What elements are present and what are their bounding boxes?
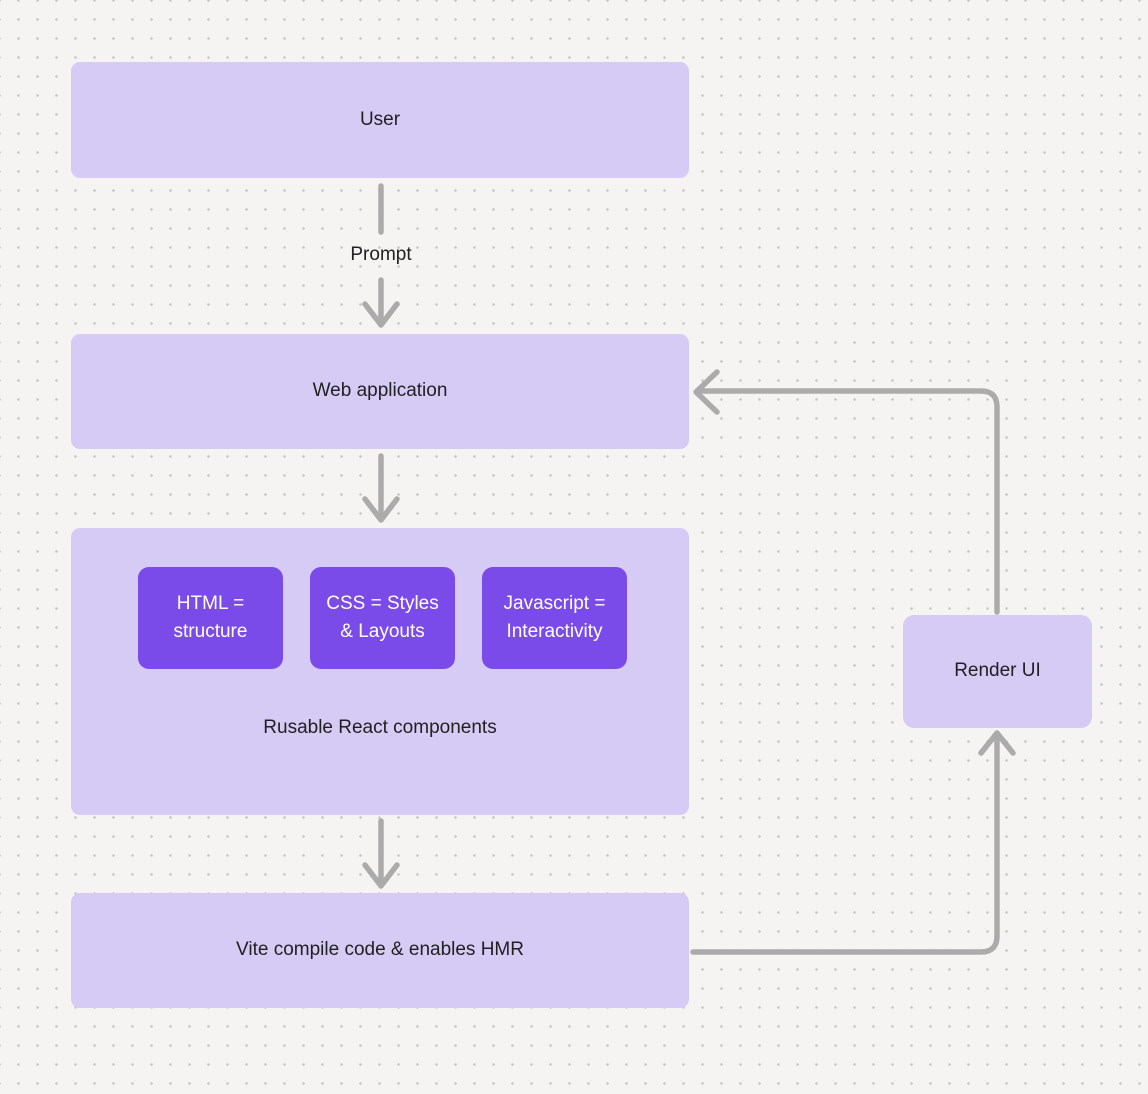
node-vite[interactable]: Vite compile code & enables HMR [71,893,689,1008]
node-user[interactable]: User [71,62,689,178]
node-web-application[interactable]: Web application [71,334,689,449]
edge-vite-to-renderui [690,730,1016,955]
chip-javascript[interactable]: Javascript = Interactivity [482,567,627,669]
node-render-ui-label: Render UI [954,660,1041,682]
chip-html[interactable]: HTML = structure [138,567,283,669]
arrowhead-down-icon [362,301,400,328]
chip-javascript-label: Javascript = Interactivity [503,592,606,643]
components-caption: Rusable React components [263,717,497,738]
node-vite-label: Vite compile code & enables HMR [236,939,524,961]
chip-html-label: HTML = structure [173,592,248,643]
edge-line [697,388,1000,615]
arrowhead-down-icon [362,496,400,523]
node-user-label: User [359,108,401,130]
chip-css[interactable]: CSS = Styles & Layouts [310,567,455,669]
arrowhead-down-icon [362,862,400,889]
chip-css-label: CSS = Styles & Layouts [326,592,439,643]
edge-components-to-vite [362,818,400,889]
node-render-ui[interactable]: Render UI [903,615,1092,728]
arrowhead-up-icon [978,730,1016,756]
edge-line [690,734,1000,955]
arrowhead-left-icon [693,369,720,415]
edge-renderui-to-webapp [693,369,1000,615]
node-components-container[interactable]: HTML = structure CSS = Styles & Layouts … [71,528,689,815]
edge-label-prompt[interactable]: Prompt [350,244,412,265]
node-web-application-label: Web application [312,380,448,402]
edge-webapp-to-components [362,453,400,523]
